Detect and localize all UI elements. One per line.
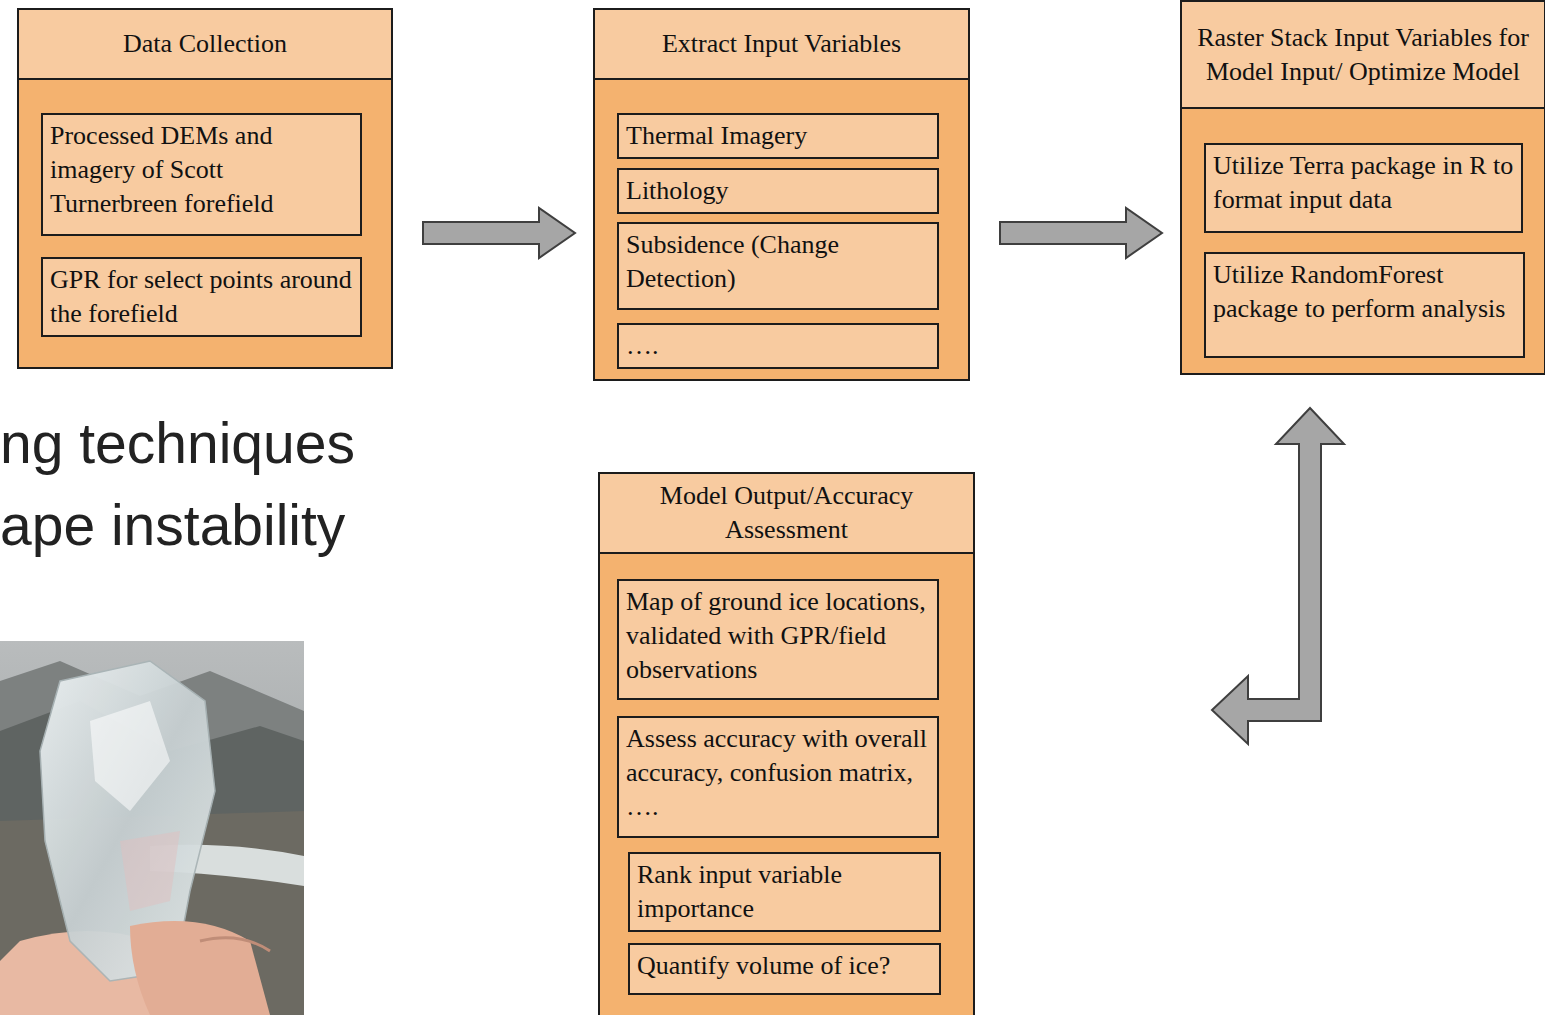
process-box: Utilize RandomForest package to perform … bbox=[1204, 252, 1525, 358]
node-text: Data Collection bbox=[123, 27, 287, 61]
stage-panel: Model Output/Accuracy AssessmentMap of g… bbox=[598, 472, 975, 1015]
panel-header: Extract Input Variables bbox=[595, 10, 968, 80]
node-text: Lithology bbox=[626, 174, 930, 208]
node-text: Utilize Terra package in R to format inp… bbox=[1213, 149, 1514, 217]
block-arrow bbox=[1212, 408, 1344, 744]
node-text: Processed DEMs and imagery of Scott Turn… bbox=[50, 119, 353, 221]
process-box: Quantify volume of ice? bbox=[628, 943, 941, 995]
node-text: Model Output/Accuracy Assessment bbox=[608, 479, 965, 547]
panel-header: Data Collection bbox=[19, 10, 391, 80]
process-box: Thermal Imagery bbox=[617, 113, 939, 159]
ice-photo bbox=[0, 641, 304, 1015]
node-text: …. bbox=[626, 329, 930, 363]
node-text: Raster Stack Input Variables for Model I… bbox=[1190, 21, 1536, 89]
process-box: Utilize Terra package in R to format inp… bbox=[1204, 143, 1523, 233]
node-text: Subsidence (Change Detection) bbox=[626, 228, 930, 296]
node-text: Assess accuracy with overall accuracy, c… bbox=[626, 722, 930, 824]
node-text: Map of ground ice locations, validated w… bbox=[626, 585, 930, 687]
node-text: Rank input variable importance bbox=[637, 858, 932, 926]
stage-panel: Extract Input VariablesThermal ImageryLi… bbox=[593, 8, 970, 381]
process-box: Processed DEMs and imagery of Scott Turn… bbox=[41, 113, 362, 236]
process-box: Rank input variable importance bbox=[628, 852, 941, 932]
process-box: Map of ground ice locations, validated w… bbox=[617, 579, 939, 700]
process-box: Lithology bbox=[617, 168, 939, 214]
node-text: GPR for select points around the forefie… bbox=[50, 263, 353, 331]
process-box: …. bbox=[617, 323, 939, 369]
block-arrow bbox=[423, 208, 575, 258]
process-box: Subsidence (Change Detection) bbox=[617, 222, 939, 310]
panel-header: Raster Stack Input Variables for Model I… bbox=[1182, 2, 1544, 109]
node-text: Thermal Imagery bbox=[626, 119, 930, 153]
stage-panel: Raster Stack Input Variables for Model I… bbox=[1180, 0, 1545, 375]
slide-title-fragment: ng techniques bbox=[0, 410, 355, 476]
node-text: Utilize RandomForest package to perform … bbox=[1213, 258, 1516, 326]
panel-header: Model Output/Accuracy Assessment bbox=[600, 474, 973, 554]
process-box: Assess accuracy with overall accuracy, c… bbox=[617, 716, 939, 838]
node-text: Quantify volume of ice? bbox=[637, 949, 932, 983]
block-arrow bbox=[1000, 208, 1162, 258]
stage-panel: Data CollectionProcessed DEMs and imager… bbox=[17, 8, 393, 369]
slide-title-fragment: ape instability bbox=[0, 492, 345, 558]
node-text: Extract Input Variables bbox=[662, 27, 901, 61]
process-box: GPR for select points around the forefie… bbox=[41, 257, 362, 337]
